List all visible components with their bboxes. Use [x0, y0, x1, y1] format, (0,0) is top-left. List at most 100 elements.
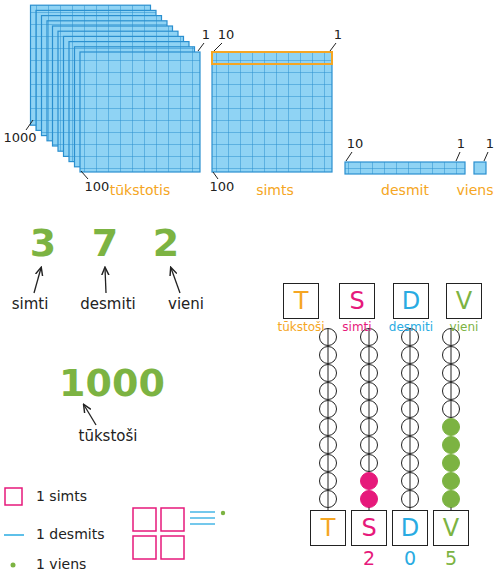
place-digit: 2 — [153, 222, 179, 266]
bead — [361, 473, 378, 490]
bead — [361, 347, 378, 364]
rod — [328, 365, 329, 382]
place-box: Ddesmiti — [393, 283, 429, 319]
rod — [328, 491, 329, 508]
label: tūkstoši — [79, 428, 138, 445]
bead — [320, 365, 337, 382]
bead — [320, 347, 337, 364]
legend-text: 1 desmits — [36, 526, 104, 542]
leader-lines — [26, 43, 488, 179]
bead — [402, 491, 419, 508]
place-letter: T — [321, 515, 336, 541]
rod — [410, 365, 411, 382]
place-letter: D — [401, 515, 419, 541]
place-caption: simti — [342, 321, 371, 335]
place-letter: S — [349, 288, 364, 314]
place-caption: 2 — [363, 548, 375, 570]
rod — [410, 491, 411, 508]
bead — [402, 455, 419, 472]
place-letter: T — [294, 288, 309, 314]
place-letter: V — [456, 288, 472, 314]
rod — [328, 419, 329, 436]
place-digit: 1000 — [59, 362, 165, 406]
rod — [410, 347, 411, 364]
ten-rod — [345, 162, 465, 174]
arrows — [34, 268, 180, 425]
bead — [402, 473, 419, 490]
bead — [443, 347, 460, 364]
rod — [328, 347, 329, 364]
place-box: Ttūkstoši — [283, 283, 319, 319]
rod — [451, 383, 452, 400]
legend-samples — [4, 488, 24, 568]
rod — [369, 401, 370, 418]
label: simts — [256, 182, 294, 198]
rod — [328, 383, 329, 400]
rod — [369, 437, 370, 454]
unit-cube — [474, 162, 486, 174]
bead — [443, 473, 460, 490]
place-box: V5 — [433, 510, 469, 546]
place-caption: vieni — [450, 321, 479, 335]
rod — [328, 401, 329, 418]
rod — [369, 347, 370, 364]
place-caption: 5 — [445, 548, 457, 570]
rod — [410, 455, 411, 472]
rod — [369, 455, 370, 472]
legend-text: 1 viens — [36, 556, 86, 572]
label: 100 — [85, 180, 110, 195]
rod — [451, 365, 452, 382]
label: 1 — [486, 137, 494, 152]
example-205 — [133, 508, 225, 559]
place-caption: desmiti — [389, 321, 433, 335]
place-letter: S — [361, 515, 376, 541]
label: 1 — [202, 28, 210, 43]
bead — [320, 455, 337, 472]
place-caption: 0 — [404, 548, 416, 570]
rod — [451, 401, 452, 418]
legend-text: 1 simts — [36, 488, 87, 504]
bead — [443, 365, 460, 382]
bead — [443, 401, 460, 418]
bead — [443, 383, 460, 400]
label: desmit — [381, 182, 429, 198]
bead — [402, 437, 419, 454]
place-letter: V — [443, 515, 459, 541]
abacus — [320, 329, 460, 511]
bead — [361, 401, 378, 418]
label: 1 — [457, 137, 465, 152]
place-caption: tūkstoši — [277, 321, 324, 335]
bead — [443, 491, 460, 508]
place-digit: 7 — [92, 222, 118, 266]
label: 100 — [210, 180, 235, 195]
bead — [443, 437, 460, 454]
bead — [361, 365, 378, 382]
hundred-flat — [212, 52, 332, 172]
bead — [402, 419, 419, 436]
bead — [402, 383, 419, 400]
bead — [361, 455, 378, 472]
place-box: S2 — [351, 510, 387, 546]
bead — [402, 347, 419, 364]
label: tūkstotis — [110, 182, 171, 198]
label: 1 — [334, 28, 342, 43]
rod — [410, 401, 411, 418]
place-box: T — [310, 510, 346, 546]
bead — [443, 419, 460, 436]
rod — [369, 419, 370, 436]
bead — [320, 437, 337, 454]
rod — [410, 473, 411, 490]
rod — [369, 383, 370, 400]
label: viens — [457, 182, 494, 198]
bead — [361, 491, 378, 508]
place-box: D0 — [392, 510, 428, 546]
rod — [451, 347, 452, 364]
cube-layer — [80, 52, 200, 172]
bead — [320, 383, 337, 400]
bead — [443, 455, 460, 472]
label: simti — [12, 296, 49, 313]
bead — [361, 383, 378, 400]
place-letter: D — [402, 288, 420, 314]
bead — [320, 473, 337, 490]
